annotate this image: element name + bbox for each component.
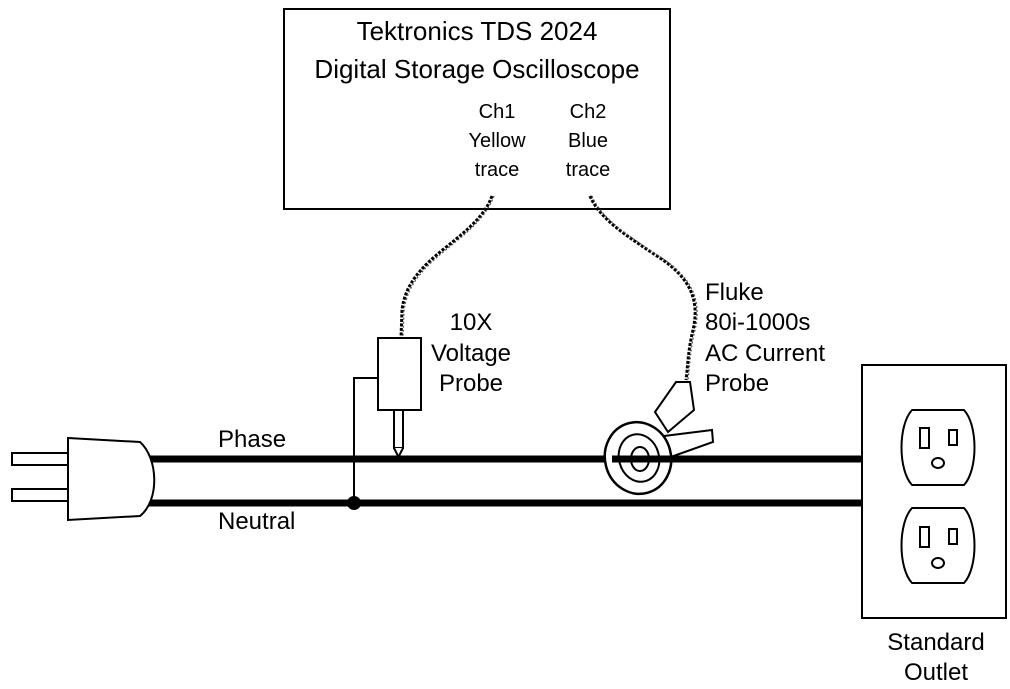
neutral-label: Neutral [218, 508, 295, 535]
plug-prong-bottom [11, 488, 69, 502]
plug [11, 436, 156, 522]
ch1-color-label: Yellow [468, 130, 526, 152]
current-probe-label-line2: 80i-1000s [705, 309, 810, 336]
outlet-label-line1: Standard [887, 629, 984, 656]
voltage-probe-tip [393, 409, 404, 449]
voltage-probe-point [393, 447, 404, 460]
voltage-probe: 10X Voltage Probe [347, 309, 511, 510]
lower-receptacle [900, 507, 976, 584]
lower-receptacle-face [900, 507, 976, 584]
oscilloscope-box [283, 8, 671, 210]
lower-slot-right [948, 528, 958, 545]
voltage-probe-label-line3: Probe [439, 370, 503, 397]
current-probe: Fluke 80i-1000s AC Current Probe [603, 279, 825, 496]
voltage-probe-label-line2: Voltage [431, 340, 511, 367]
oscilloscope: Tektronics TDS 2024 Digital Storage Osci… [283, 8, 671, 210]
ch1-trace-label: trace [475, 159, 519, 181]
upper-ground-hole [931, 457, 945, 469]
probe-cables [399, 195, 698, 381]
voltage-probe-body [377, 337, 422, 411]
phase-label: Phase [218, 426, 286, 453]
upper-slot-right [948, 429, 958, 446]
ground-junction-dot [347, 496, 361, 510]
ch2-cable [588, 195, 697, 381]
outlet-label-line2: Outlet [904, 659, 968, 686]
lower-slot-left [919, 526, 930, 548]
oscilloscope-title-line2: Digital Storage Oscilloscope [314, 54, 639, 84]
upper-receptacle-face [900, 409, 976, 486]
lower-ground-hole [931, 557, 945, 569]
wires: Phase Neutral [140, 426, 862, 535]
ch2-cable-strand [591, 195, 698, 381]
current-probe-label-line1: Fluke [705, 279, 764, 306]
current-probe-label-line4: Probe [705, 370, 769, 397]
upper-receptacle [900, 409, 976, 486]
oscilloscope-title-line1: Tektronics TDS 2024 [357, 16, 598, 46]
ch2-label: Ch2 [570, 101, 607, 123]
current-probe-handle [653, 381, 696, 434]
ch1-cable [399, 195, 494, 339]
upper-slot-left [919, 427, 930, 449]
voltage-probe-ground-lead [353, 377, 378, 503]
ch2-trace-label: trace [566, 159, 610, 181]
ch2-color-label: Blue [568, 130, 608, 152]
plug-body [67, 436, 156, 522]
ch1-label: Ch1 [479, 101, 516, 123]
plug-prong-top [11, 452, 69, 466]
current-probe-label-line3: AC Current [705, 340, 825, 367]
outlet: Standard Outlet [861, 364, 1007, 686]
voltage-probe-label-line1: 10X [450, 309, 493, 336]
